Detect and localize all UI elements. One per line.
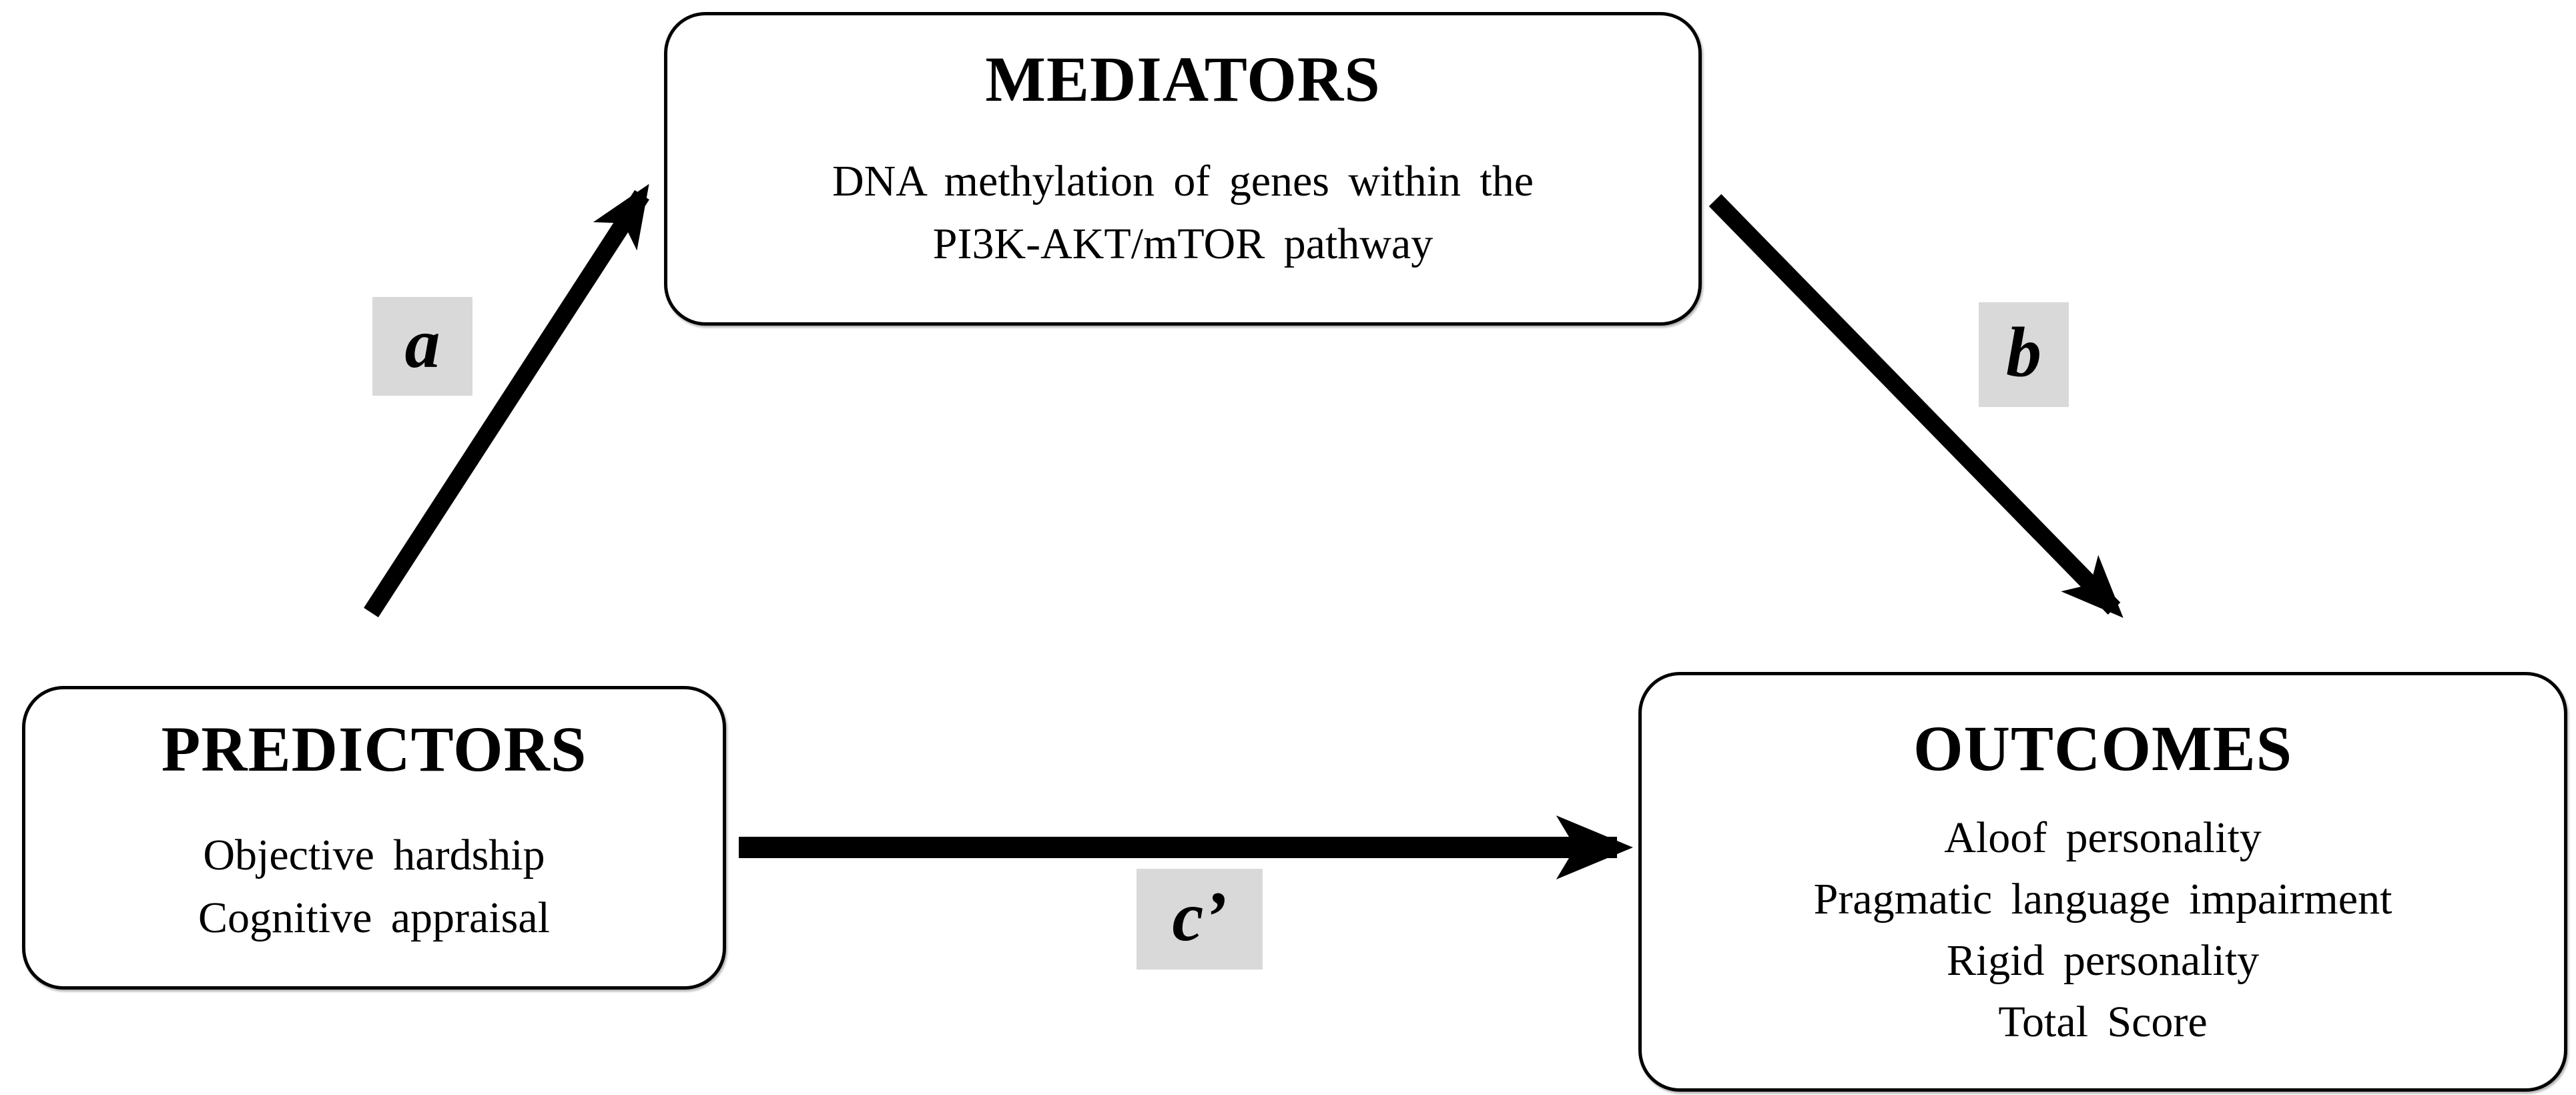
arrow-a	[364, 184, 649, 618]
mediators-box: MEDIATORS DNA methylation of genes withi…	[664, 12, 1702, 326]
path-a-label: a	[372, 297, 472, 396]
outcomes-line-1: Aloof personality	[1944, 813, 2262, 862]
outcomes-body: Aloof personality Pragmatic language imp…	[1814, 807, 2392, 1053]
predictors-box: PREDICTORS Objective hardship Cognitive …	[22, 686, 726, 990]
mediators-body: DNA methylation of genes within the PI3K…	[832, 150, 1534, 276]
predictors-title: PREDICTORS	[161, 713, 587, 785]
mediators-title: MEDIATORS	[985, 43, 1381, 115]
path-b-label: b	[1979, 302, 2069, 407]
predictors-line-1: Objective hardship	[203, 831, 545, 879]
mediators-line-1: DNA methylation of genes within the	[832, 157, 1534, 206]
outcomes-line-4: Total Score	[1998, 998, 2208, 1046]
predictors-body: Objective hardship Cognitive appraisal	[198, 824, 550, 950]
predictors-line-2: Cognitive appraisal	[198, 893, 550, 942]
mediators-line-2: PI3K-AKT/mTOR pathway	[932, 220, 1433, 268]
outcomes-title: OUTCOMES	[1913, 713, 2293, 784]
outcomes-line-2: Pragmatic language impairment	[1813, 875, 2392, 924]
outcomes-box: OUTCOMES Aloof personality Pragmatic lan…	[1638, 672, 2567, 1092]
path-c-prime-label: c’	[1137, 869, 1263, 970]
outcomes-line-3: Rigid personality	[1946, 936, 2260, 985]
